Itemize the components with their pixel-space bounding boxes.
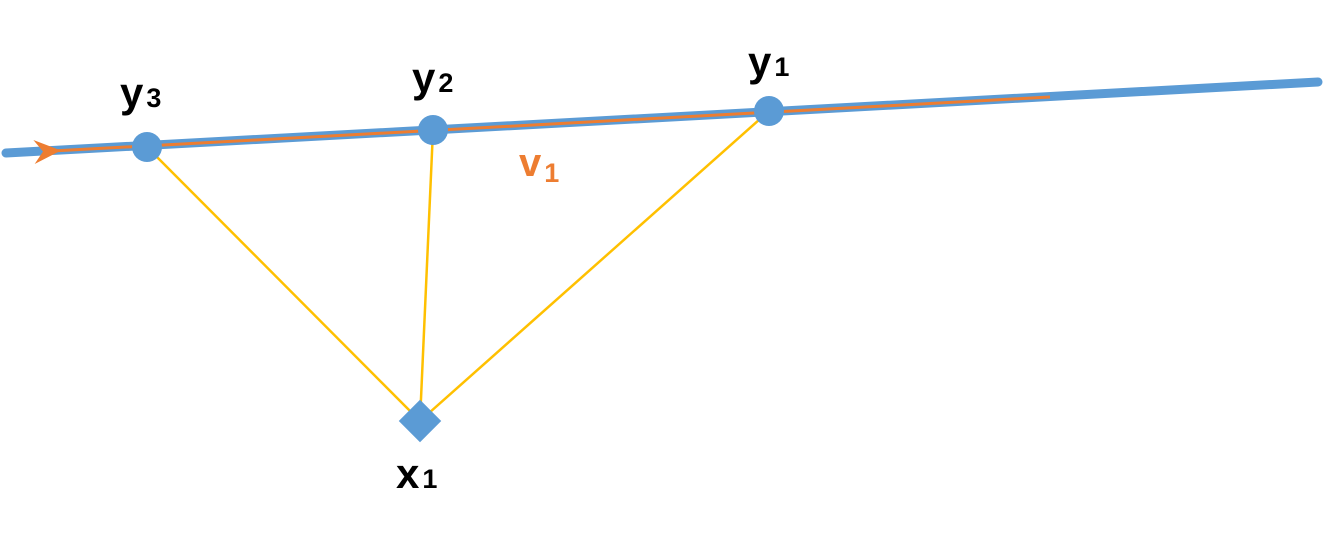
point-y3 bbox=[132, 132, 162, 162]
connector-x1-y2 bbox=[418, 129, 435, 422]
point-y1 bbox=[754, 96, 784, 126]
connector-x1-y1 bbox=[419, 110, 770, 422]
connector-x1-y3 bbox=[146, 146, 421, 422]
point-x1-diamond bbox=[398, 399, 442, 443]
point-y2 bbox=[418, 115, 448, 145]
direction-vector bbox=[33, 95, 1051, 164]
